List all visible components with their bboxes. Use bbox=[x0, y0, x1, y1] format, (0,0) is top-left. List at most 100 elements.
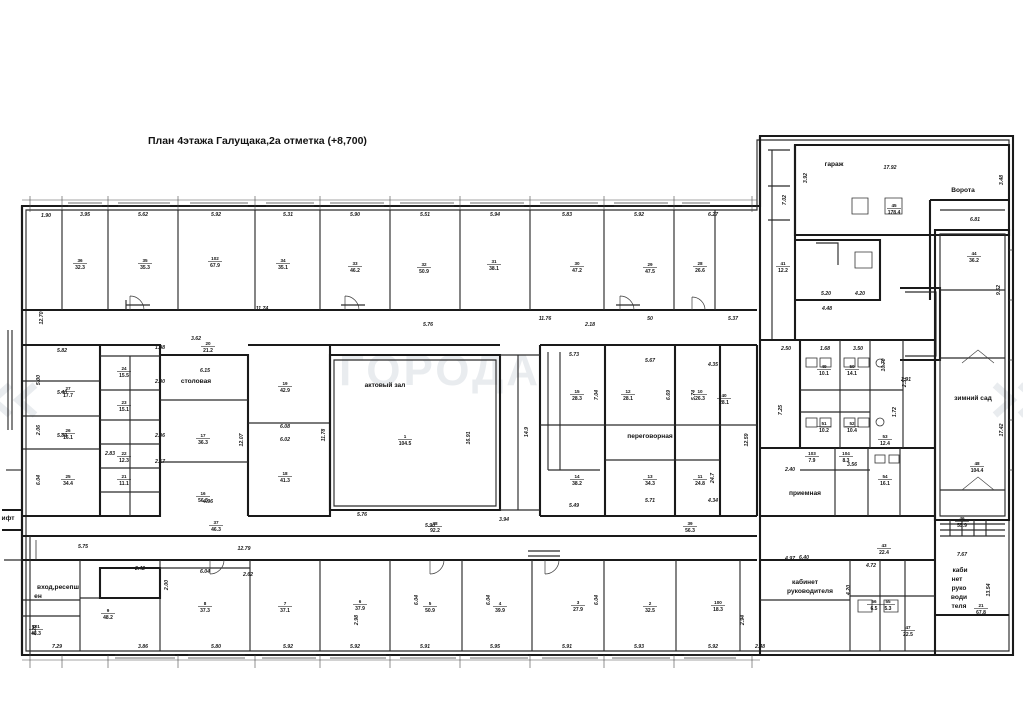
room-area: 12.2 bbox=[778, 268, 788, 274]
room-area: 28.1 bbox=[623, 396, 633, 402]
svg-text:3.56: 3.56 bbox=[847, 462, 857, 468]
svg-text:4.20: 4.20 bbox=[846, 585, 852, 596]
svg-text:3.86: 3.86 bbox=[138, 644, 148, 650]
room-number: 55 bbox=[885, 599, 891, 604]
room-number: 53 bbox=[882, 434, 888, 439]
room-label: 10 26.3 bbox=[693, 389, 707, 402]
room-area: 104.5 bbox=[399, 441, 412, 447]
svg-text:5.83: 5.83 bbox=[562, 212, 572, 218]
room-area: 67.8 bbox=[976, 610, 986, 616]
left-core-lift bbox=[2, 206, 80, 655]
svg-text:5.20: 5.20 bbox=[821, 291, 831, 297]
svg-text:5.82: 5.82 bbox=[57, 348, 67, 354]
svg-text:4.72: 4.72 bbox=[865, 563, 876, 569]
page-title: План 4этажа Галущака,2а отметка (+8,700) bbox=[148, 135, 367, 147]
room-number: 14 bbox=[574, 474, 580, 479]
svg-text:2.91: 2.91 bbox=[900, 377, 911, 383]
room-number: 33 bbox=[352, 261, 358, 266]
svg-text:7.04: 7.04 bbox=[594, 390, 600, 400]
room-number: 44 bbox=[971, 251, 977, 256]
room-number: 46 bbox=[959, 516, 965, 521]
room-number: 10 bbox=[697, 389, 703, 394]
svg-text:6.40: 6.40 bbox=[799, 555, 809, 561]
room-area: 16.1 bbox=[63, 435, 73, 441]
room-label: 37 46.3 bbox=[209, 520, 223, 533]
svg-text:5.90: 5.90 bbox=[425, 523, 435, 529]
room-number: 24 bbox=[121, 366, 127, 371]
room-area: 15.5 bbox=[119, 373, 129, 379]
room-label: 24 15.5 bbox=[117, 366, 131, 379]
room-number: 102 bbox=[211, 256, 219, 261]
svg-text:4.34: 4.34 bbox=[707, 498, 718, 504]
room-name-director: кабинет bbox=[792, 578, 819, 586]
svg-text:1.98: 1.98 bbox=[155, 345, 165, 351]
room-area: 11.1 bbox=[119, 481, 129, 487]
svg-text:2.00: 2.00 bbox=[164, 580, 170, 591]
room-number: 20 bbox=[205, 341, 211, 346]
room-number: 7 bbox=[284, 601, 287, 606]
room-label: 948.2 bbox=[101, 608, 115, 621]
room-label: 737.1 bbox=[278, 601, 292, 614]
room-number: 6 bbox=[359, 599, 362, 604]
svg-text:5.92: 5.92 bbox=[350, 644, 360, 650]
room-name-garage-door: Ворота bbox=[951, 187, 975, 194]
room-number: 15 bbox=[574, 389, 580, 394]
room-area: 24.8 bbox=[695, 481, 705, 487]
room-name-dir-right-2: нет bbox=[952, 576, 964, 583]
room-number: 54 bbox=[882, 474, 888, 479]
room-number: 37 bbox=[213, 520, 219, 525]
room-label-group: 3632.33535.310267.93435.13346.23250.9313… bbox=[29, 203, 988, 638]
room-name-dir-right-5: теля bbox=[952, 603, 967, 610]
room-number: 11 bbox=[698, 474, 703, 479]
room-label: 566.5 bbox=[867, 599, 881, 612]
room-area: 17.7 bbox=[63, 393, 73, 399]
room-number: 36 bbox=[77, 258, 83, 263]
room-area: 16.1 bbox=[880, 481, 890, 487]
room-area: 50.9 bbox=[419, 269, 429, 275]
right-wing-offices bbox=[758, 338, 1009, 655]
room-area: 41.3 bbox=[280, 478, 290, 484]
room-area: 10.1 bbox=[819, 371, 829, 377]
svg-text:5.91: 5.91 bbox=[562, 644, 572, 650]
room-area: 47.2 bbox=[572, 268, 582, 274]
room-area: 26.3 bbox=[695, 396, 705, 402]
svg-text:5.92: 5.92 bbox=[211, 212, 221, 218]
room-area: 46.3 bbox=[211, 527, 221, 533]
room-number: 28 bbox=[697, 261, 703, 266]
svg-text:12.07: 12.07 bbox=[239, 432, 245, 446]
room-area: 56.3 bbox=[198, 498, 208, 504]
svg-text:1.90: 1.90 bbox=[41, 213, 51, 219]
svg-text:7.02: 7.02 bbox=[782, 195, 788, 205]
svg-text:2.40: 2.40 bbox=[784, 467, 795, 473]
svg-text:5.92: 5.92 bbox=[708, 644, 718, 650]
room-name-winter-garden: зимний сад bbox=[954, 394, 993, 402]
svg-text:5.62: 5.62 bbox=[138, 212, 148, 218]
svg-text:2.00: 2.00 bbox=[154, 379, 165, 385]
room-number: 19 bbox=[282, 381, 288, 386]
room-number: 103 bbox=[808, 451, 816, 456]
room-name-assembly-hall: актовый зал bbox=[365, 381, 406, 389]
room-area: 18.3 bbox=[713, 607, 723, 613]
svg-text:7.25: 7.25 bbox=[778, 405, 784, 415]
room-area: 10.2 bbox=[819, 428, 829, 434]
svg-text:5.90: 5.90 bbox=[350, 212, 360, 218]
svg-text:6.69: 6.69 bbox=[666, 390, 672, 400]
room-area: 35.1 bbox=[278, 265, 288, 271]
room-area: 178.4 bbox=[888, 210, 901, 216]
svg-text:5.95: 5.95 bbox=[490, 644, 500, 650]
room-name-lift: ифт bbox=[2, 515, 16, 522]
